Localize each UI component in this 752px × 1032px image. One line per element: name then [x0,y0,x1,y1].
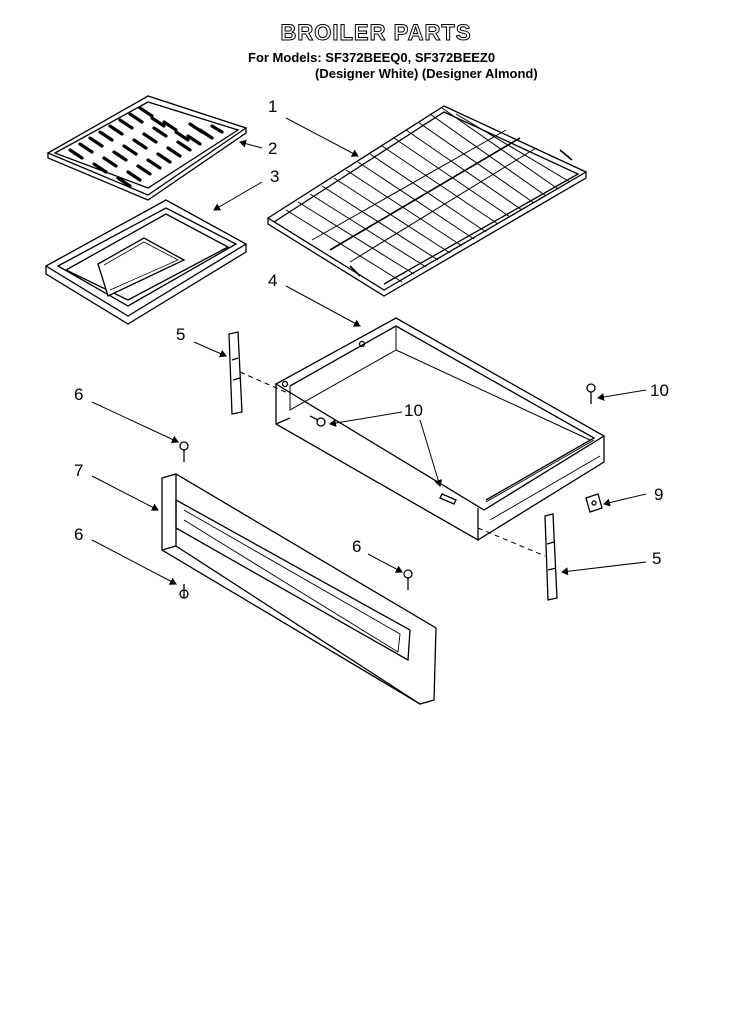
models-line: For Models: SF372BEEQ0, SF372BEEZ0 [248,50,496,65]
screw-part-10-left [309,415,326,427]
callout-2: 2 [268,139,277,158]
callout-10-right: 10 [650,381,669,400]
screw-part-10-center [439,493,457,505]
screw-part-6-top [179,441,189,462]
callout-4: 4 [268,271,277,290]
callout-3: 3 [270,167,279,186]
page-title: BROILER PARTS [280,20,472,46]
callout-6-top: 6 [74,385,83,404]
callout-9: 9 [654,485,663,504]
screw-part-6-right [403,569,413,590]
drawer-front-panel-part [161,473,437,705]
callout-6-bottom: 6 [74,525,83,544]
oven-rack-part [266,105,588,297]
broiler-pan-part [44,199,248,325]
callout-5-right: 5 [652,549,661,568]
callout-7: 7 [74,461,83,480]
callout-1: 1 [268,97,277,116]
screw-part-10-right [586,383,596,404]
callout-6-right: 6 [352,537,361,556]
callout-10-center: 10 [404,401,423,420]
drawer-slide-left [228,331,243,415]
drawer-slide-right [544,513,558,601]
broiler-grid-part [46,95,248,201]
variants-line: (Designer White) (Designer Almond) [315,66,538,81]
leader-lines [91,117,647,585]
screw-part-6-bottom [179,584,189,599]
clip-part-9 [585,493,603,513]
callout-5-left: 5 [176,325,185,344]
alignment-lines [239,371,546,557]
broiler-drawer-part [274,317,606,542]
